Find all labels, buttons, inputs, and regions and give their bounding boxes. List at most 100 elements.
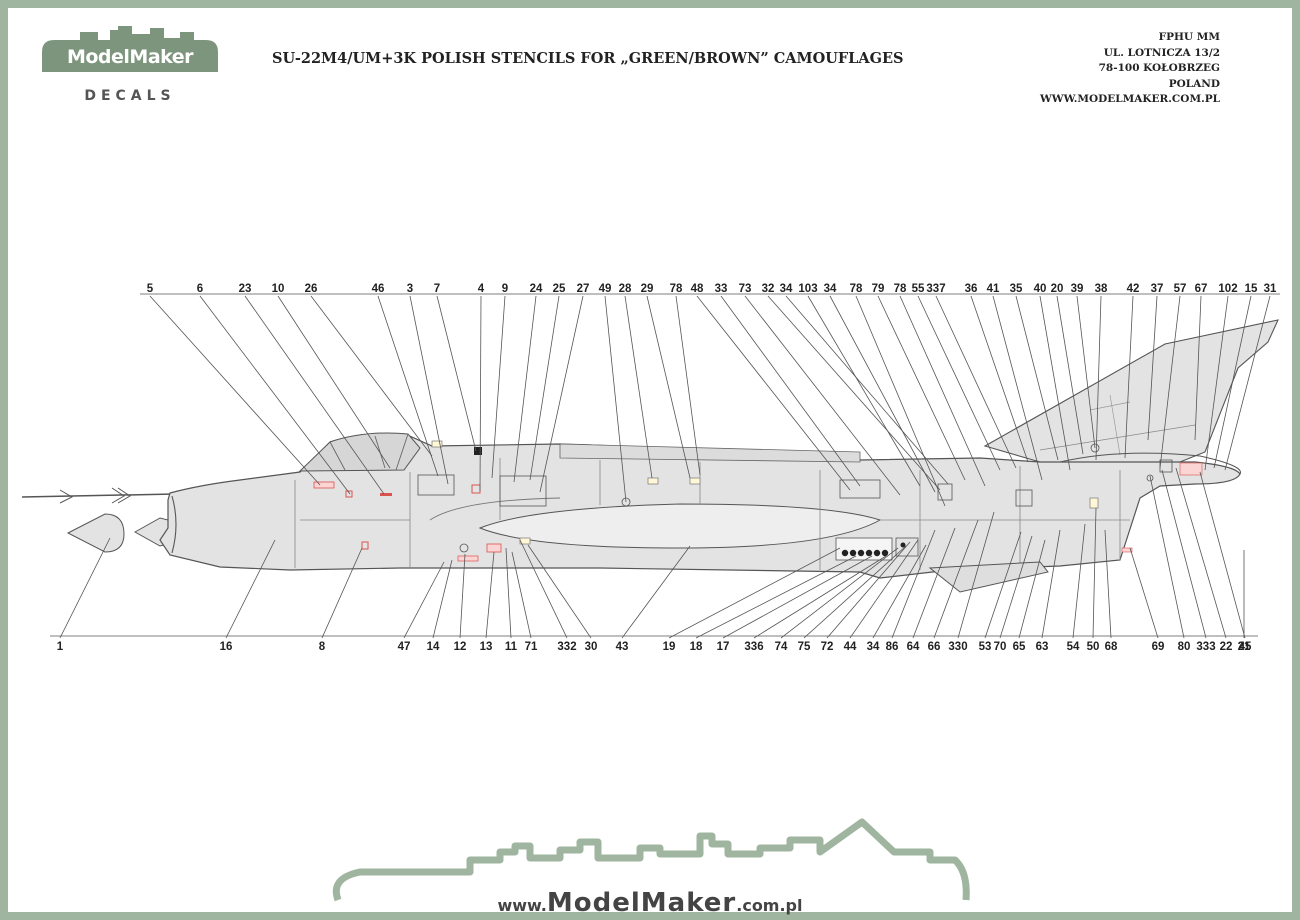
callout-leader-line <box>505 547 512 639</box>
callout-leader-line <box>872 544 927 639</box>
tailpipe <box>1059 452 1241 475</box>
callout-label: 10 <box>272 283 285 295</box>
callout-label: 21 <box>1238 641 1251 653</box>
address-line-street: UL. LOTNICZA 13/2 <box>1103 46 1220 59</box>
callout-leader-line <box>511 551 532 639</box>
company-address: FPHU MM UL. LOTNICZA 13/2 78-100 KOŁOBRZ… <box>1040 30 1220 108</box>
address-line-website: WWW.MODELMAKER.COM.PL <box>1040 93 1220 105</box>
callout-label: 3 <box>407 283 413 295</box>
callout-label: 31 <box>1264 283 1277 295</box>
callout-label: 48 <box>691 283 704 295</box>
callout-leader-line <box>539 295 584 493</box>
callout-label: 44 <box>844 641 857 653</box>
callout-label: 28 <box>619 283 632 295</box>
callout-leader-line <box>513 295 537 483</box>
callout-leader-line <box>780 547 899 639</box>
address-line-city: 78-100 KOŁOBRZEG <box>1098 62 1220 74</box>
intake-ring <box>171 495 177 554</box>
logo-skyline-badge <box>42 26 218 72</box>
callout-label: 5 <box>147 283 154 295</box>
callout-label: 46 <box>372 283 385 295</box>
callout-label: 64 <box>907 641 920 653</box>
callout-label: 74 <box>775 641 788 653</box>
callout-label: 37 <box>1151 283 1164 295</box>
callout-leader-line <box>310 295 433 457</box>
callout-leader-line <box>1095 295 1102 461</box>
callout-label: 330 <box>948 641 967 653</box>
callout-label: 47 <box>398 641 411 653</box>
callout-leader-line <box>720 295 861 487</box>
callout-leader-line <box>912 527 956 639</box>
callout-label: 80 <box>1178 641 1191 653</box>
callout-label: 42 <box>1127 283 1140 295</box>
callout-leader-line <box>1018 539 1046 639</box>
callout-leader-line <box>668 547 841 639</box>
callout-label: 19 <box>663 641 676 653</box>
callout-label: 20 <box>1051 283 1064 295</box>
callout-leader-line <box>891 529 936 639</box>
callout-leader-line <box>992 295 1043 481</box>
panel-lines <box>294 458 1130 570</box>
sheet-title: SU-22M4/UM+3K POLISH STENCILS FOR „GREEN… <box>272 50 904 67</box>
callout-leader-line <box>149 295 321 486</box>
callout-label: 34 <box>824 283 837 295</box>
callout-leader-line <box>1224 295 1271 471</box>
footer-url-tld: .com.pl <box>736 896 803 915</box>
callout-leader-line <box>957 511 995 639</box>
callout-leader-line <box>432 559 453 639</box>
callout-label: 53 <box>979 641 992 653</box>
dorsal-spine <box>559 443 861 463</box>
callout-label: 50 <box>1087 641 1100 653</box>
callout-label: 78 <box>670 283 683 295</box>
callout-label: 32 <box>762 283 775 295</box>
callout-leader-line <box>1149 475 1185 639</box>
callout-leader-line <box>1104 529 1112 639</box>
callout-leader-line <box>491 295 506 479</box>
callout-label: 39 <box>1071 283 1084 295</box>
callout-leader-line <box>225 539 276 639</box>
callout-label: 38 <box>1095 283 1108 295</box>
callout-leader-line <box>1129 547 1159 639</box>
callout-leader-line <box>527 544 592 639</box>
callout-leader-line <box>695 555 857 639</box>
callout-leader-line <box>1204 295 1229 471</box>
callout-label: 22 <box>1220 641 1233 653</box>
callout-label: 9 <box>502 283 508 295</box>
callout-leader-line <box>244 295 385 495</box>
callout-label: 12 <box>454 641 467 653</box>
callout-label: 337 <box>926 283 945 295</box>
callout-leader-line <box>1194 295 1202 441</box>
callout-label: 49 <box>599 283 612 295</box>
callout-label: 25 <box>553 283 566 295</box>
callout-leader-line <box>1175 467 1227 639</box>
callout-label: 41 <box>987 283 1000 295</box>
callout-label: 332 <box>557 641 576 653</box>
callout-label: 333 <box>1196 641 1215 653</box>
callout-label: 55 <box>912 283 925 295</box>
callout-label: 26 <box>305 283 318 295</box>
callout-label: 24 <box>530 283 543 295</box>
callout-label: 33 <box>715 283 728 295</box>
callout-label: 1 <box>57 641 64 653</box>
brand-logo: ModelMaker DECALS <box>40 24 220 104</box>
callout-label: 54 <box>1067 641 1080 653</box>
address-line-company: FPHU MM <box>1158 31 1220 43</box>
callout-leader-line <box>1056 295 1084 455</box>
callout-label: 14 <box>427 641 440 653</box>
callout-label: 13 <box>480 641 493 653</box>
callout-leader-line <box>409 295 449 485</box>
callout-label: 68 <box>1105 641 1118 653</box>
callout-leader-line <box>604 295 627 503</box>
callout-label: 69 <box>1152 641 1165 653</box>
callout-label: 6 <box>197 283 203 295</box>
callout-label: 8 <box>319 641 326 653</box>
callout-leader-line <box>1072 523 1086 639</box>
callout-label: 67 <box>1195 283 1208 295</box>
callout-leader-line <box>999 535 1033 639</box>
pitot-probe <box>21 487 176 504</box>
callout-leader-line <box>277 295 391 469</box>
callout-leader-line <box>1159 295 1181 469</box>
callout-label: 70 <box>994 641 1007 653</box>
callout-leader-line <box>767 295 941 491</box>
callout-label: 34 <box>867 641 880 653</box>
